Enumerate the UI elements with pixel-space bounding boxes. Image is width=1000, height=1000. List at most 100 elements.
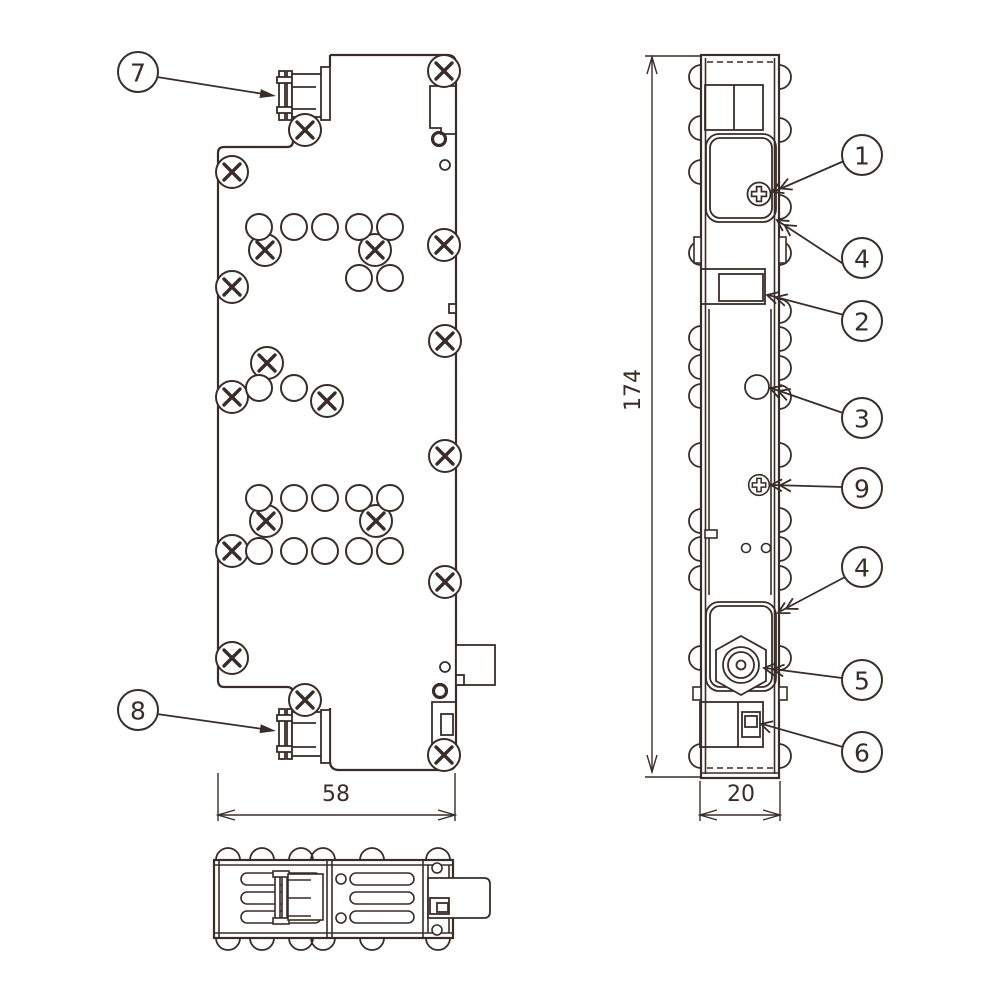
screw-cross-icon <box>426 227 462 263</box>
hole <box>311 484 339 512</box>
side-body-outline <box>699 53 781 780</box>
front-screws <box>214 53 463 773</box>
side-top-block <box>704 84 764 131</box>
dim-label-side-width: 20 <box>727 782 755 807</box>
callout-label: 7 <box>130 59 146 88</box>
bumps-left <box>688 64 702 769</box>
arrow-icon <box>764 288 789 307</box>
callout-9: 9 <box>769 467 883 509</box>
hole <box>345 213 373 241</box>
hole <box>345 264 373 292</box>
bumps-right <box>778 64 792 769</box>
hole <box>280 484 308 512</box>
small-hole <box>439 159 451 171</box>
screw-cross-icon <box>426 737 462 773</box>
bottom-edge-connector <box>276 708 331 764</box>
bracket-block <box>440 713 454 736</box>
screw-cross-icon <box>214 154 250 190</box>
screw-cross-icon <box>427 564 463 600</box>
top-edge-connector <box>276 66 331 121</box>
upper-cover-panel <box>705 133 777 223</box>
hole <box>376 264 404 292</box>
dimension-side-width: 20 <box>699 781 781 821</box>
bottom-right-connector <box>427 877 491 919</box>
callout-1: 1 <box>768 134 883 199</box>
callout-label: 6 <box>854 739 870 768</box>
phillips-screw-icon <box>746 181 772 207</box>
side-view <box>688 53 792 780</box>
hole <box>280 213 308 241</box>
screw-cross-icon <box>214 269 250 305</box>
hole <box>376 484 404 512</box>
callout-label: 5 <box>854 667 870 696</box>
side-connector-block <box>700 268 766 305</box>
front-plate-outline-step <box>216 120 295 707</box>
hole <box>345 484 373 512</box>
callout-label: 1 <box>854 142 870 171</box>
bottom-body-outline <box>212 858 455 940</box>
screw-cross-icon <box>427 438 463 474</box>
edge-tab <box>448 303 457 314</box>
hole <box>245 213 273 241</box>
callout-3: 3 <box>767 381 883 439</box>
callout-6: 6 <box>758 717 883 773</box>
phillips-screw-icon <box>747 473 771 497</box>
screw-cross-icon <box>214 533 250 569</box>
screw-cross-icon <box>214 640 250 676</box>
callout-label: 4 <box>854 554 870 583</box>
ring-hole <box>431 682 449 700</box>
dimension-height: 174 <box>621 55 701 778</box>
hole <box>280 537 308 565</box>
ring-hole <box>430 130 448 148</box>
callout-label: 9 <box>854 475 870 504</box>
hole <box>376 537 404 565</box>
hole <box>311 537 339 565</box>
callout-label: 8 <box>130 697 146 726</box>
arrow-icon <box>259 89 277 101</box>
callout-label: 3 <box>854 405 870 434</box>
side-mount-tabs <box>692 236 788 701</box>
dim-label-front-width: 58 <box>322 782 350 807</box>
callout-8: 8 <box>117 689 277 736</box>
callout-label: 2 <box>854 308 870 337</box>
bottom-view <box>212 847 491 951</box>
screw-cross-icon <box>427 323 463 359</box>
callout-4-top: 4 <box>772 214 883 279</box>
arrow-icon <box>259 724 277 736</box>
callout-4-bottom: 4 <box>774 546 883 620</box>
front-view <box>214 53 496 773</box>
bottom-walls <box>214 860 453 938</box>
hole <box>376 213 404 241</box>
dim-label-height: 174 <box>621 369 646 411</box>
hole <box>245 484 273 512</box>
screw-cross-icon <box>287 112 323 148</box>
bumps-bottom <box>215 937 451 951</box>
small-hole <box>439 661 451 673</box>
hole <box>245 537 273 565</box>
bottom-edge-bumps <box>215 847 451 951</box>
bottom-holes <box>335 862 443 936</box>
side-small-holes <box>740 542 772 554</box>
dimension-front-width: 58 <box>217 773 456 821</box>
switch-block <box>699 701 764 748</box>
screw-cross-icon <box>214 379 250 415</box>
screw-cross-icon <box>249 345 285 381</box>
callout-7: 7 <box>117 51 277 101</box>
side-connector-tab <box>455 674 465 686</box>
round-hole <box>744 374 770 400</box>
front-plate-outline <box>328 53 458 772</box>
screw-cross-icon <box>426 53 462 89</box>
bottom-mid-connector <box>272 870 324 925</box>
callouts: 7 8 1 4 2 3 <box>117 51 883 773</box>
coax-connector <box>715 634 767 697</box>
bumps-top <box>215 847 451 861</box>
hole <box>311 213 339 241</box>
callout-5: 5 <box>762 659 883 701</box>
screw-cross-icon <box>309 383 345 419</box>
front-right-edge-features <box>429 85 496 748</box>
callout-label: 4 <box>854 245 870 274</box>
hole <box>245 374 273 402</box>
hole <box>280 374 308 402</box>
